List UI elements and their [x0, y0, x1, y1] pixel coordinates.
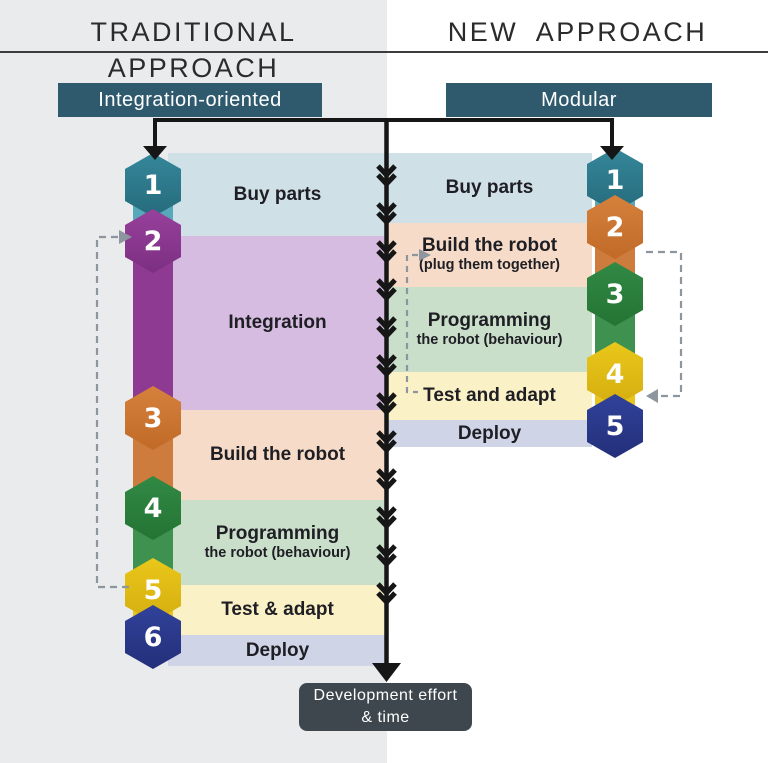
right-stage-programming: Programming the robot (behaviour) [387, 287, 592, 372]
stage-label: Test and adapt [423, 385, 556, 407]
stage-label: Build the robot [209, 444, 346, 466]
effort-box-line2: & time [361, 709, 410, 726]
stage-sublabel: the robot (behaviour) [416, 331, 563, 348]
stage-label: Programming [215, 522, 340, 544]
stage-label: Programming [427, 309, 552, 331]
step-number: 6 [143, 621, 163, 653]
stage-label: Buy parts [445, 177, 534, 199]
left-stage-programming: Programming the robot (behaviour) [168, 500, 387, 585]
step-number: 4 [143, 492, 163, 524]
stage-sublabel: the robot (behaviour) [204, 544, 351, 561]
header-divider [0, 51, 768, 53]
stage-label: Deploy [457, 422, 522, 444]
modular-banner: Modular [446, 83, 712, 117]
new-approach-title: NEW APPROACH [447, 17, 708, 47]
stage-label: Integration [228, 312, 327, 334]
right-stage-buy-parts: Buy parts [387, 153, 592, 223]
development-effort-box: Development effort & time [299, 683, 472, 731]
step-number: 5 [143, 574, 163, 606]
effort-box-line1: Development effort [313, 687, 458, 705]
step-number: 3 [143, 402, 163, 434]
stage-label: Test & adapt [221, 599, 334, 621]
step-hexagon-1: 1 [125, 153, 181, 217]
left-stage-integration: Integration [168, 236, 387, 410]
step-number: 5 [605, 410, 625, 442]
traditional-approach-title: TRADITIONAL APPROACH [90, 17, 297, 83]
right-stage-test-adapt: Test and adapt [387, 372, 592, 420]
arrow-left-icon [646, 389, 658, 403]
stage-label: Build the robot [421, 235, 558, 257]
right-stage-build-robot: Build the robot (plug them together) [387, 223, 592, 287]
step-number: 2 [605, 211, 625, 243]
step-number: 1 [605, 164, 625, 196]
step-hexagon-6: 6 [125, 605, 181, 669]
left-stage-build-robot: Build the robot [168, 410, 387, 500]
step-number: 4 [605, 358, 625, 390]
step-number: 3 [605, 278, 625, 310]
left-stage-deploy: Deploy [168, 635, 387, 666]
step-number: 1 [143, 169, 163, 201]
stage-label: Deploy [245, 639, 310, 661]
stage-sublabel: (plug them together) [419, 257, 560, 274]
left-stage-buy-parts: Buy parts [168, 153, 387, 236]
stage-label: Buy parts [233, 183, 322, 205]
integration-oriented-banner: Integration-oriented [58, 83, 322, 117]
step-number: 2 [143, 225, 163, 257]
left-stage-test-adapt: Test & adapt [168, 585, 387, 635]
right-stage-deploy: Deploy [387, 420, 592, 447]
right-outer-feedback-loop [646, 250, 683, 398]
